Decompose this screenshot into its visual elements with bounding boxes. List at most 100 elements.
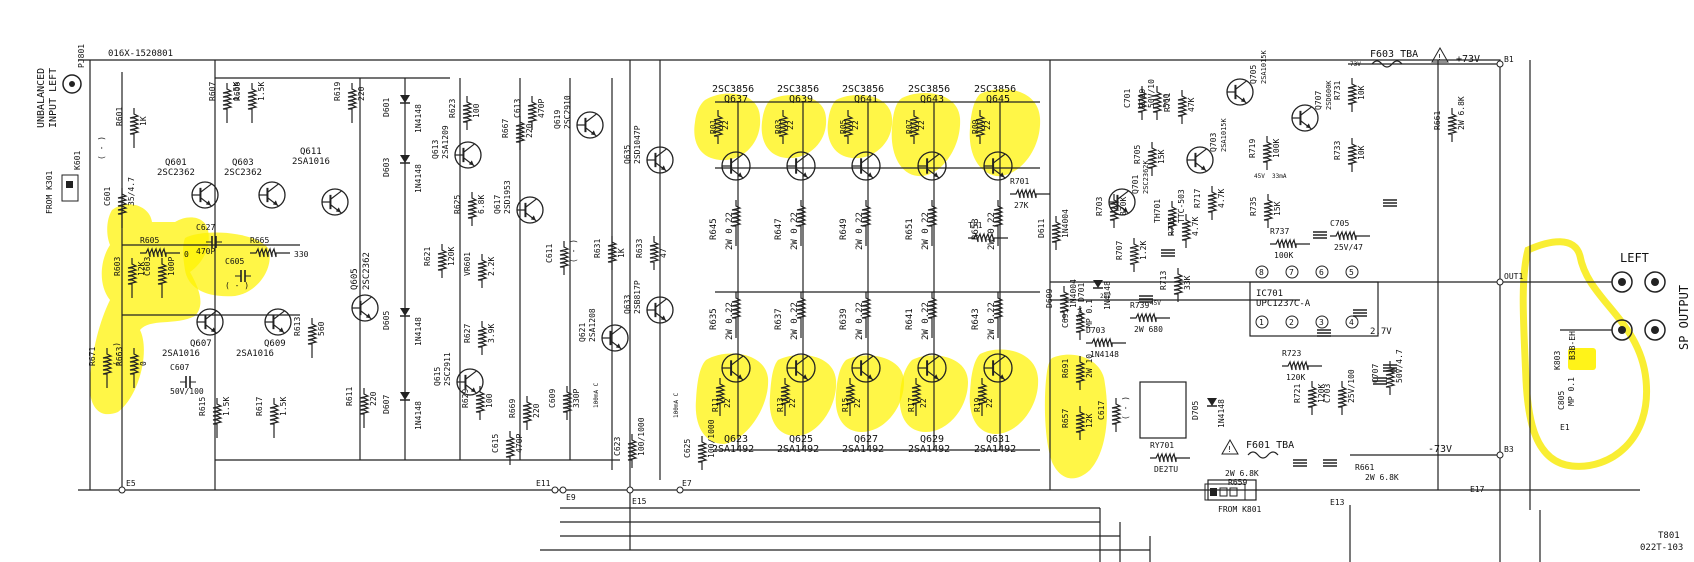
d603-value: 1N4148 <box>414 164 423 193</box>
resistor-symbol <box>1075 306 1086 340</box>
rails: 73V F603 TBA ! +73V B1 ! F601 TBA -73V B… <box>1221 46 1523 459</box>
resistor-symbol <box>796 292 807 338</box>
c623-value: 100/1000 <box>637 417 646 456</box>
r11-value: 22 <box>723 398 732 408</box>
q621-label: Q621 <box>578 323 587 342</box>
input-section: 016X-1520801 UNBALANCED INPUT LEFT PJ801… <box>36 44 173 214</box>
r13-value: 22 <box>788 398 797 408</box>
r659-label: R661 <box>1355 463 1374 472</box>
r703-label: R703 <box>1095 197 1104 216</box>
resistor-symbol <box>562 386 573 420</box>
q645-label: Q645 <box>986 94 1010 105</box>
r721-value: 120K <box>1317 384 1326 403</box>
r639-value: 2W 0.22 <box>855 302 865 340</box>
q707-symbol <box>1291 104 1319 132</box>
q627-type: 2SA1492 <box>842 444 884 455</box>
resistor-symbol <box>1282 360 1322 371</box>
q605-type: 2SC2362 <box>362 252 372 290</box>
resistor-symbol <box>780 378 791 416</box>
r731-value: 10K <box>1357 85 1366 100</box>
q601-type: 2SC2362 <box>157 168 195 178</box>
input-label-unbalanced: UNBALANCED <box>36 68 47 128</box>
ground-symbol <box>1139 295 1153 303</box>
r667-label: R667 <box>501 119 510 138</box>
r711-value: 47K <box>1187 97 1196 112</box>
resistor-symbol <box>731 200 742 246</box>
c703-label: C703 <box>1323 384 1332 403</box>
resistor-symbol <box>102 348 113 388</box>
r621-value: 120K <box>447 247 456 266</box>
r13-label: R13 <box>776 397 785 412</box>
c603-value: 100P <box>167 257 176 276</box>
r607-value: 1.5K <box>232 82 241 101</box>
current-note-33ma: 33mA <box>1272 173 1287 180</box>
ic-pin <box>1315 315 1329 329</box>
current-note-33ma: 33mA <box>1077 307 1084 322</box>
r603-label: R603 <box>113 257 122 276</box>
r805-label: C805 <box>1557 391 1566 410</box>
r613-label: R613 <box>293 317 302 336</box>
q615-symbol <box>456 368 484 396</box>
resistor-symbol <box>1147 142 1158 176</box>
r619-label: R619 <box>333 82 342 101</box>
q607-type: 2SA1016 <box>162 349 200 359</box>
resistor-symbol <box>968 232 1008 243</box>
q631-symbol <box>983 353 1013 383</box>
c623-label: C623 <box>613 437 622 456</box>
r719-label: R719 <box>1248 139 1257 158</box>
r05-label: R05 <box>839 119 848 134</box>
resistor-symbol <box>845 378 856 416</box>
r601-value: 1K <box>139 116 148 126</box>
r615-value: 1.5K <box>222 397 231 416</box>
r01-label: R01 <box>709 119 718 134</box>
r649-label: R649 <box>839 218 849 240</box>
q629-label: Q629 <box>920 434 944 445</box>
q703-label: Q703 <box>1209 133 1218 152</box>
r705-label: R705 <box>1133 145 1142 164</box>
d601-value: 1N4148 <box>414 104 423 133</box>
d609-value: 1N4004 <box>1069 279 1078 308</box>
q611-label: Q611 <box>300 147 322 157</box>
q625-symbol <box>786 353 816 383</box>
resistor-symbol <box>129 348 140 388</box>
q641-type: 2SC3856 <box>842 84 884 95</box>
r719-value: 100K <box>1272 139 1281 158</box>
resistor-symbol <box>778 110 789 144</box>
ic-pin <box>1345 265 1359 279</box>
q615-value: 2SC2911 <box>443 352 452 386</box>
input-jack <box>62 74 82 94</box>
q629-symbol <box>917 353 947 383</box>
r663-value: 0 <box>139 361 148 366</box>
q635-label: Q635 <box>623 145 632 164</box>
resistor-symbol <box>715 378 726 416</box>
c605-symbol <box>235 270 251 282</box>
ic-pin-label: 4 <box>1349 318 1354 327</box>
ic701-value: UPC1237C-A <box>1256 299 1311 309</box>
th701-label: TH701 <box>1153 199 1162 223</box>
r601-label: R601 <box>115 107 124 126</box>
resistor-symbol <box>713 110 724 144</box>
r03-label: R03 <box>774 119 783 134</box>
highlight-r657 <box>1044 354 1108 479</box>
q605-symbol <box>351 294 379 322</box>
resistor-symbol <box>1347 138 1358 172</box>
q631-type: 2SA1492 <box>974 444 1016 455</box>
r633-label: R633 <box>635 239 644 258</box>
ic-pin <box>1285 265 1299 279</box>
r651-value: 2W 0.22 <box>921 212 931 250</box>
r609-value: 1.5K <box>257 82 266 101</box>
highlight-c805-box <box>1568 348 1596 370</box>
r645-label: R645 <box>709 218 719 240</box>
c617-value: ( - ) <box>1121 396 1130 420</box>
resistor-symbol <box>1010 188 1050 199</box>
resistor-symbol <box>1109 194 1120 228</box>
ry701-label: RY701 <box>1150 441 1174 450</box>
resistor-symbol <box>1051 216 1062 250</box>
ic701-label: IC701 <box>1256 289 1283 299</box>
q639-label: Q639 <box>789 94 813 105</box>
q637-type: 2SC3856 <box>712 84 754 95</box>
r631-value: 1K <box>617 248 626 258</box>
ic-pin-label: 8 <box>1259 268 1264 277</box>
d607-symbol <box>400 392 410 401</box>
